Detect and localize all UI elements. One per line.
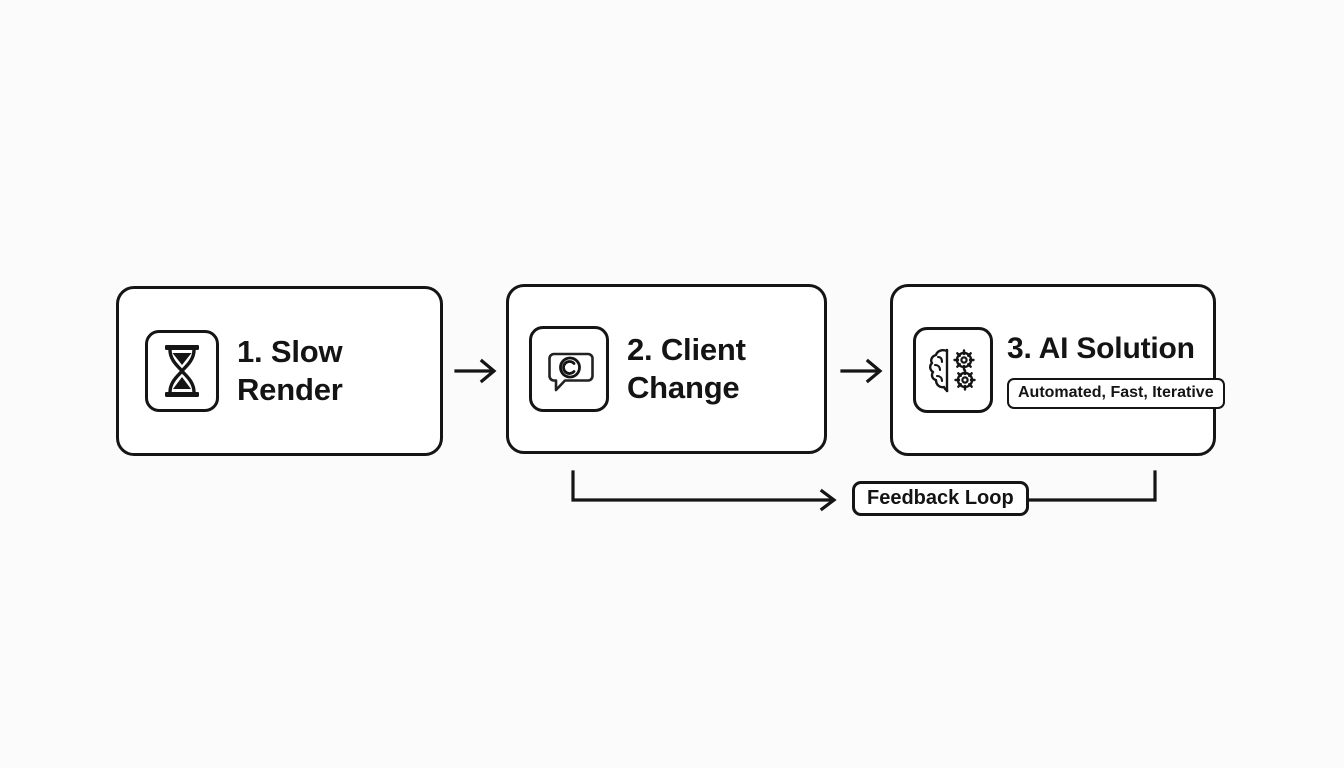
feedback-loop-label: Feedback Loop <box>867 487 1014 509</box>
step-3-title: 3. AI Solution <box>1007 332 1195 366</box>
arrow-right-icon-step2-to-step3 <box>838 356 890 386</box>
hourglass-icon <box>159 343 205 399</box>
step-2-title: 2. Client Change <box>627 332 746 405</box>
process-step-ai-solution[interactable]: 3. AI Solution Automated, Fast, Iterativ… <box>890 284 1225 456</box>
process-step-client-change[interactable]: 2. Client Change <box>506 284 827 454</box>
feedback-loop-connector <box>560 456 1180 528</box>
step-1-text-column: 1. Slow Render <box>237 333 440 409</box>
speech-bubble-copyright-icon <box>543 343 595 395</box>
speech-bubble-icon-tile <box>529 326 609 412</box>
process-step-slow-render[interactable]: 1. Slow Render <box>116 286 443 456</box>
step-1-title: 1. Slow Render <box>237 334 343 407</box>
step-3-attributes-badge: Automated, Fast, Iterative <box>1007 377 1225 409</box>
feedback-loop-badge[interactable]: Feedback Loop <box>852 481 1029 516</box>
brain-gears-icon <box>925 344 981 396</box>
arrow-right-icon-step1-to-step2 <box>452 356 504 386</box>
step-3-text-column: 3. AI Solution Automated, Fast, Iterativ… <box>1007 331 1225 409</box>
step-2-text-column: 2. Client Change <box>627 331 746 407</box>
hourglass-icon-tile <box>145 330 219 412</box>
brain-gears-icon-tile <box>913 327 993 413</box>
